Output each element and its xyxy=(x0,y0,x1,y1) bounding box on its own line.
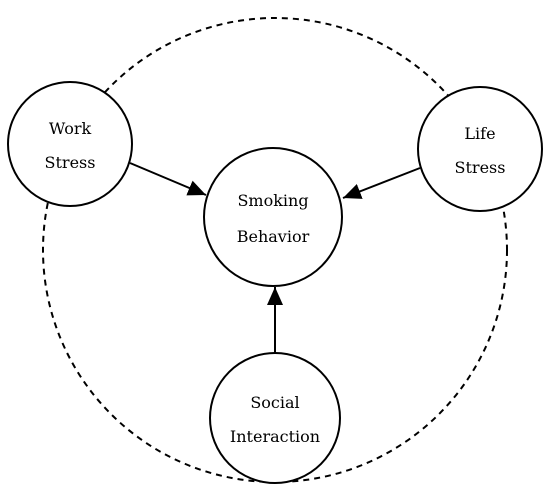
life-stress-label-line1: Life xyxy=(464,124,495,143)
social-interaction-circle xyxy=(209,352,341,484)
life-stress-label-line2: Stress xyxy=(455,158,506,177)
smoking-behavior-label-line2: Behavior xyxy=(237,227,310,246)
arrow-life-to-smoking xyxy=(342,167,421,199)
node-smoking-behavior: Smoking Behavior xyxy=(203,147,343,287)
smoking-behavior-label-line1: Smoking xyxy=(237,191,308,210)
node-life-stress: Life Stress xyxy=(417,86,543,212)
node-social-interaction: Social Interaction xyxy=(209,352,341,484)
arrow-work-to-smoking xyxy=(129,162,207,196)
node-work-stress: Work Stress xyxy=(7,81,133,207)
work-stress-circle xyxy=(7,81,133,207)
social-interaction-label-line1: Social xyxy=(250,393,299,412)
social-interaction-label-line2: Interaction xyxy=(230,427,320,446)
work-stress-label-line2: Stress xyxy=(45,153,96,172)
smoking-behavior-circle xyxy=(203,147,343,287)
life-stress-circle xyxy=(417,86,543,212)
work-stress-label-line1: Work xyxy=(49,119,92,138)
